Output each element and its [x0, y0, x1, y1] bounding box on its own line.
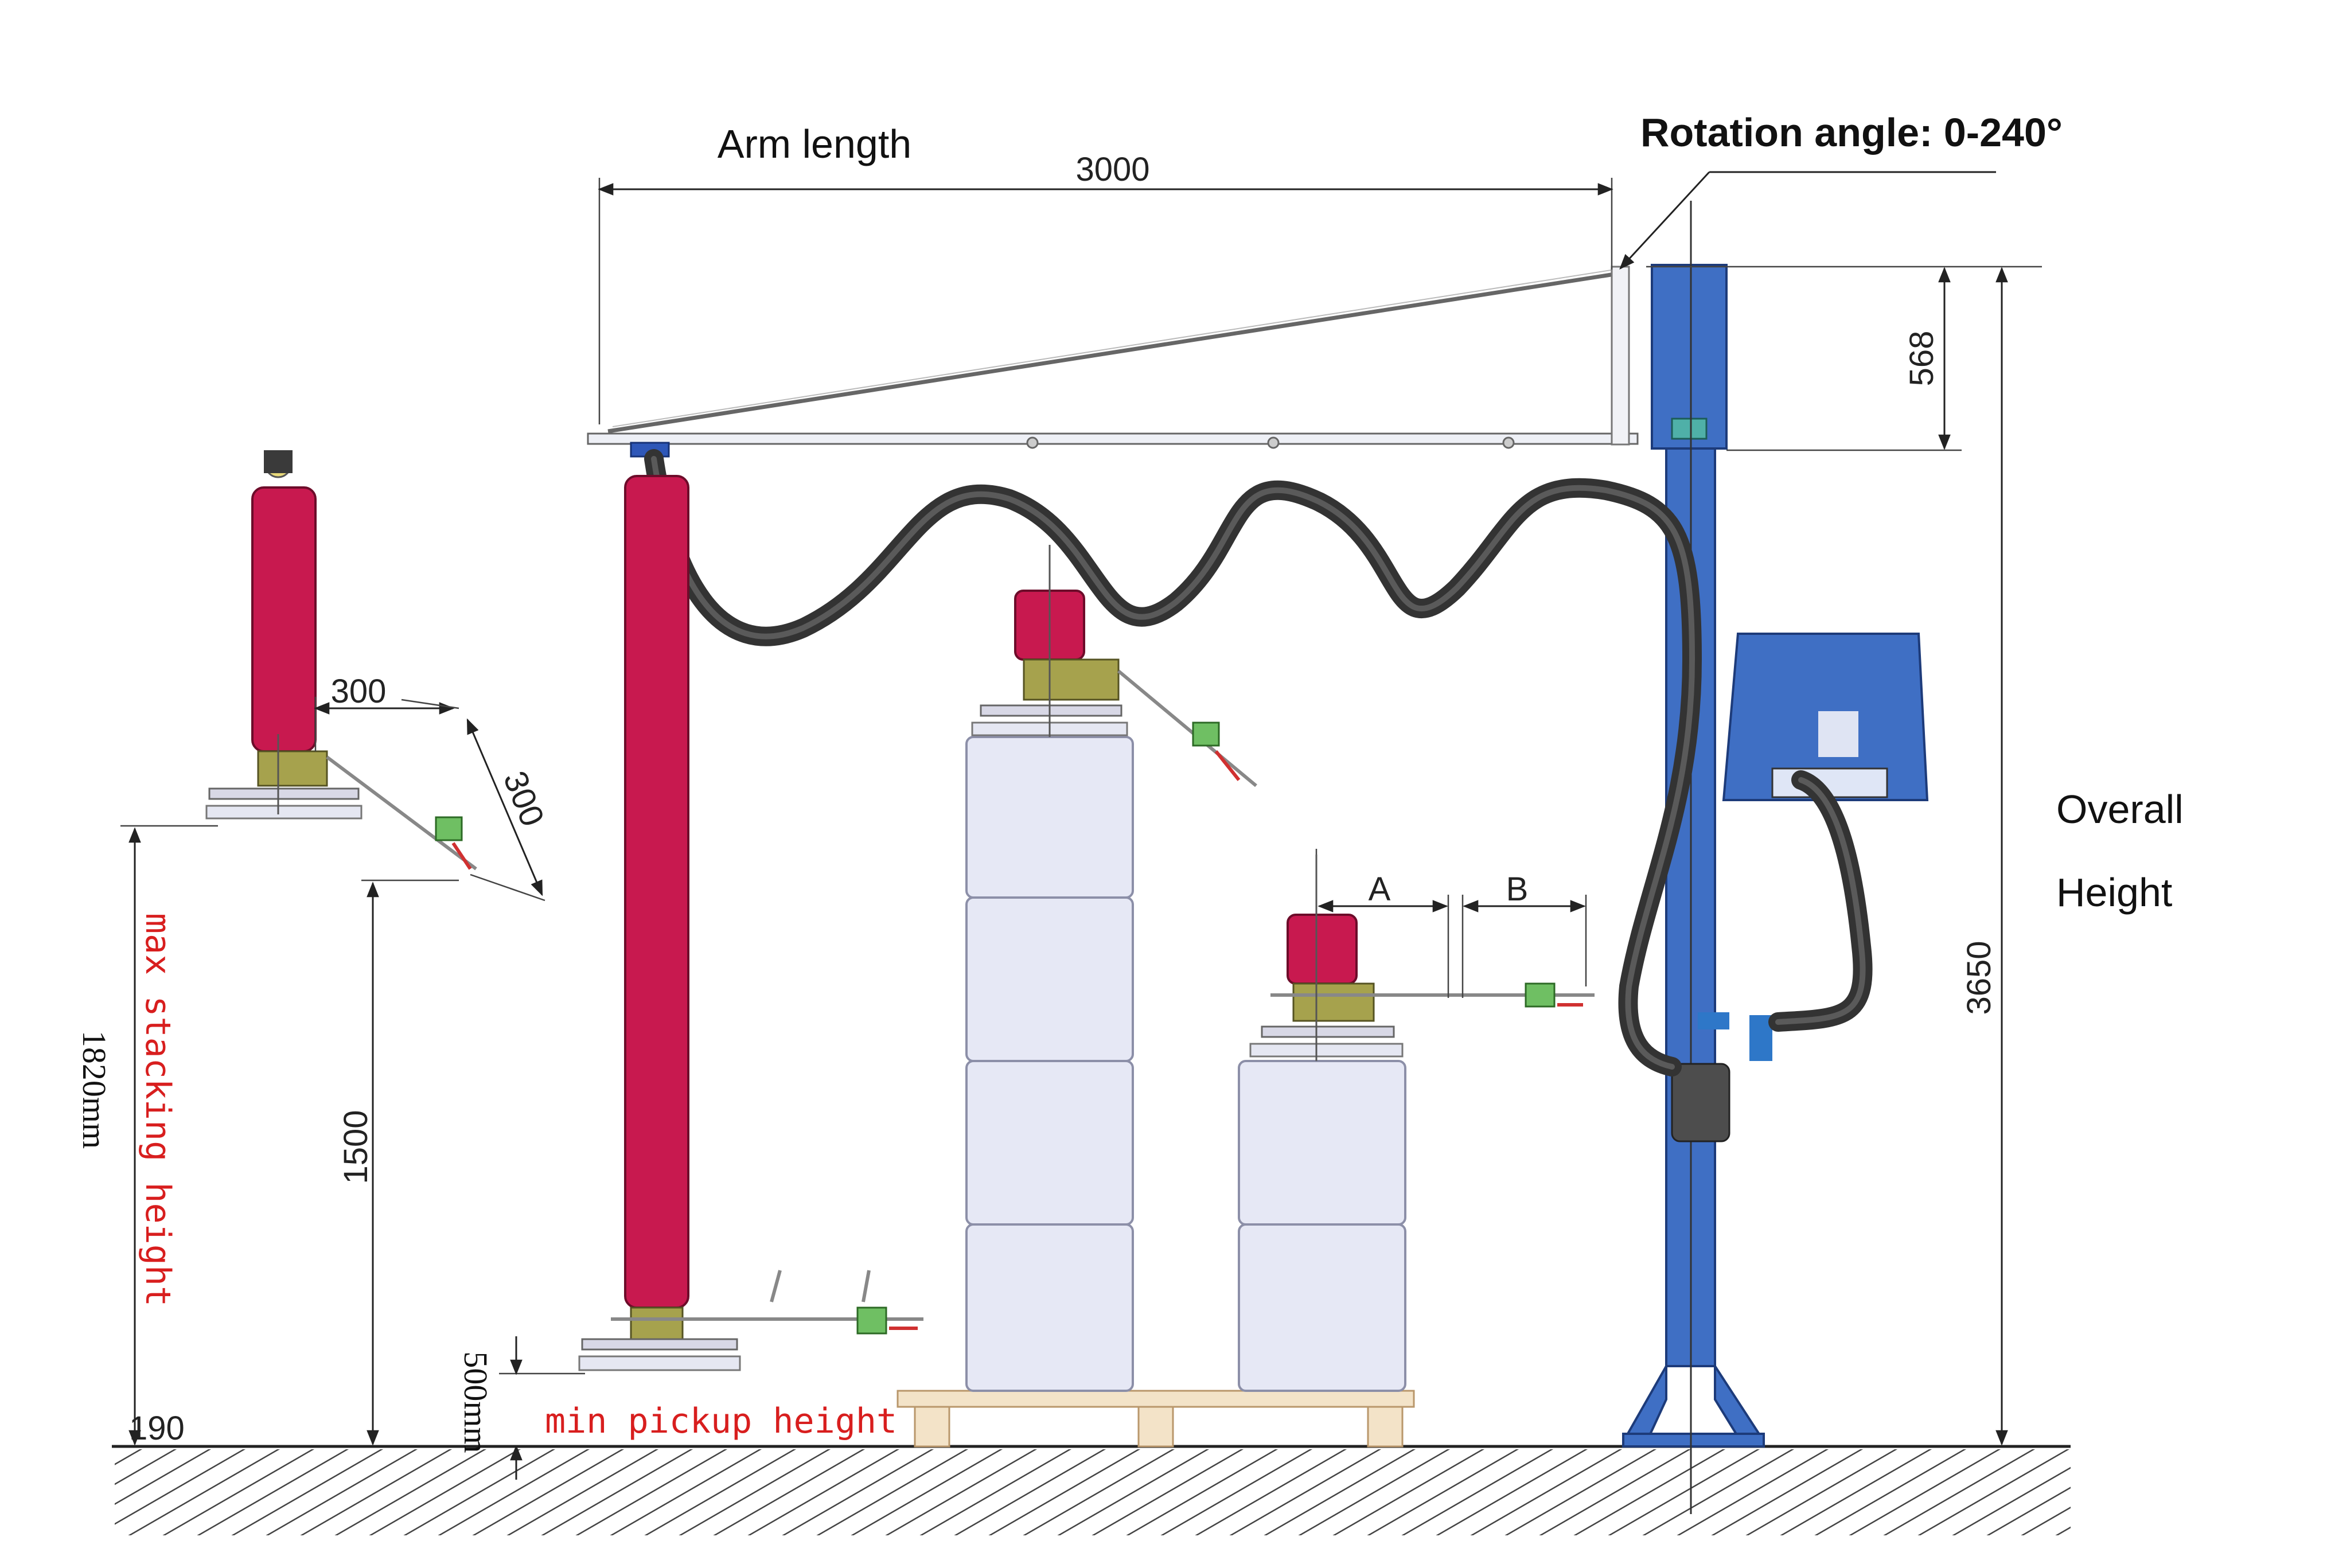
jib-arm [587, 266, 1639, 458]
dimension-1820: 1820mm max stacking height [76, 825, 218, 1446]
dim-300-h: 300 [331, 673, 387, 710]
dim-300-d: 300 [496, 766, 552, 832]
control-panel [1722, 633, 1929, 801]
overall-label: Overall [2056, 787, 2184, 832]
dimension-300-diagonal: 300 [401, 699, 552, 902]
dimension-568: 568 [1646, 266, 2042, 451]
dim-B: B [1506, 871, 1529, 908]
box-stack-left [965, 736, 1134, 1392]
lift-tube-stack-short [1249, 914, 1595, 1058]
lift-tube-main [578, 475, 923, 1371]
dimension-3650: 3650 Overall Height [1960, 267, 2184, 1446]
arm-length-label: Arm length [718, 122, 911, 166]
min-pickup-label: min pickup height [545, 1401, 897, 1441]
rotation-angle-label: Rotation angle: 0-240° [1640, 110, 2063, 155]
max-stacking-label: max stacking height [138, 913, 178, 1306]
pallet [897, 1390, 1415, 1448]
dim-1500: 1500 [337, 1110, 375, 1184]
dim-568: 568 [1903, 331, 1940, 387]
vacuum-pump [1671, 1012, 1772, 1142]
dim-500: 500mm [457, 1351, 494, 1453]
vacuum-hose [644, 449, 1873, 1076]
dim-1820: 1820mm [76, 1031, 113, 1149]
height-label: Height [2056, 870, 2172, 915]
rotation-angle-callout: Rotation angle: 0-240° [1619, 110, 2063, 270]
dim-3000: 3000 [1075, 151, 1149, 188]
dim-3650: 3650 [1960, 941, 1998, 1015]
pillar-column [1622, 201, 1765, 1514]
dimension-500: 500mm min pickup height [457, 1336, 897, 1480]
dim-190: 190 [129, 1410, 185, 1447]
lift-tube-left [205, 450, 477, 871]
centre-lines [277, 545, 1318, 1061]
box-stack-right [1238, 1060, 1406, 1392]
ground [112, 1445, 2071, 1535]
dimension-arm-length: 3000 Arm length [598, 122, 1613, 424]
dim-A: A [1369, 871, 1391, 908]
dimension-300-horizontal: 300 [314, 673, 455, 751]
dimension-1500: 1500 [337, 879, 459, 1446]
